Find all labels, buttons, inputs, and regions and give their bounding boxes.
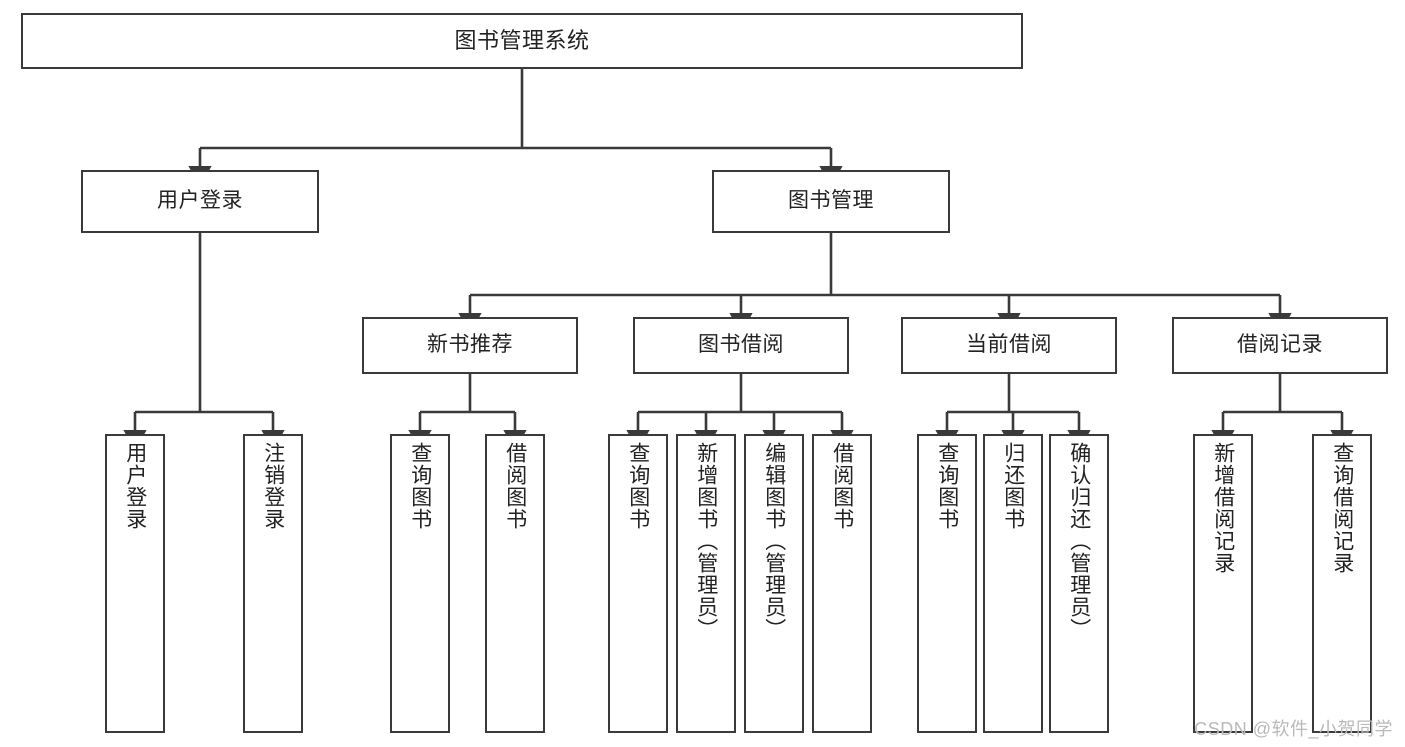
- tree-connectors: [123, 69, 1354, 451]
- node-n-current-borrow[interactable]: 当前借阅: [901, 317, 1117, 374]
- node-label: 借阅图书: [503, 442, 527, 530]
- node-label: 新增借阅记录: [1211, 442, 1235, 574]
- node-l-nbr-query[interactable]: 查询图书: [390, 434, 450, 733]
- node-label: 确认归还（管理员）: [1067, 442, 1091, 640]
- node-l-bb-borrow[interactable]: 借阅图书: [812, 434, 872, 733]
- node-label: 借阅记录: [1237, 333, 1323, 357]
- node-label: 注销登录: [261, 442, 285, 530]
- node-n-new-book-rec[interactable]: 新书推荐: [362, 317, 578, 374]
- node-l-nbr-borrow[interactable]: 借阅图书: [485, 434, 545, 733]
- node-label: 编辑图书（管理员）: [762, 442, 786, 640]
- node-n-borrow-record[interactable]: 借阅记录: [1172, 317, 1388, 374]
- node-n-book-borrow[interactable]: 图书借阅: [633, 317, 849, 374]
- node-label: 新书推荐: [427, 333, 513, 357]
- node-l-user-logout[interactable]: 注销登录: [243, 434, 303, 733]
- node-label: 图书管理: [788, 189, 874, 213]
- node-label: 用户登录: [123, 442, 147, 530]
- node-l-bb-query[interactable]: 查询图书: [608, 434, 668, 733]
- node-root[interactable]: 图书管理系统: [21, 13, 1023, 69]
- node-label: 查询图书: [626, 442, 650, 530]
- node-label: 查询借阅记录: [1330, 442, 1354, 574]
- node-label: 新增图书（管理员）: [694, 442, 718, 640]
- node-label: 当前借阅: [966, 333, 1052, 357]
- node-label: 图书管理系统: [454, 28, 590, 54]
- node-label: 归还图书: [1001, 442, 1025, 530]
- node-l-user-login[interactable]: 用户登录: [105, 434, 165, 733]
- node-label: 用户登录: [157, 189, 243, 213]
- node-label: 图书借阅: [698, 333, 784, 357]
- node-l-cb-query[interactable]: 查询图书: [917, 434, 977, 733]
- node-l-cb-confirm[interactable]: 确认归还（管理员）: [1049, 434, 1109, 733]
- node-l-br-add[interactable]: 新增借阅记录: [1193, 434, 1253, 733]
- node-label: 查询图书: [408, 442, 432, 530]
- node-label: 查询图书: [935, 442, 959, 530]
- csdn-watermark: CSDN @软件_小贺同学: [1194, 719, 1393, 739]
- node-n-user-login[interactable]: 用户登录: [81, 170, 319, 233]
- node-l-cb-return[interactable]: 归还图书: [983, 434, 1043, 733]
- node-l-bb-edit[interactable]: 编辑图书（管理员）: [744, 434, 804, 733]
- node-n-book-mgmt[interactable]: 图书管理: [712, 170, 950, 233]
- node-l-br-query[interactable]: 查询借阅记录: [1312, 434, 1372, 733]
- node-l-bb-add[interactable]: 新增图书（管理员）: [676, 434, 736, 733]
- node-label: 借阅图书: [830, 442, 854, 530]
